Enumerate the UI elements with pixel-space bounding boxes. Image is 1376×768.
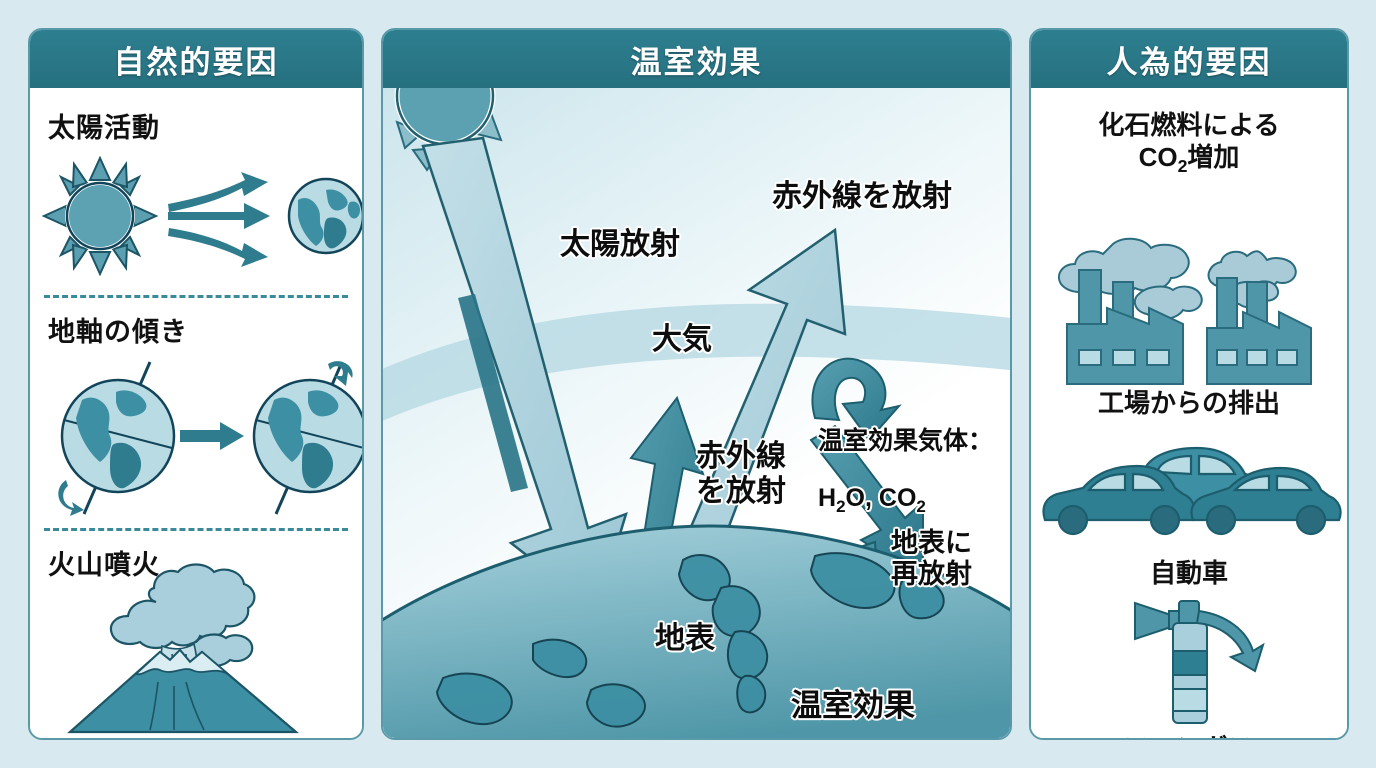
earth-surface <box>383 524 1010 738</box>
panel-greenhouse-effect-header: 温室効果 <box>383 30 1010 88</box>
section-label-axial-tilt: 地軸の傾き <box>48 317 188 347</box>
panel-natural-factors-body: 太陽活動 <box>30 88 362 738</box>
panel-natural-factors-title: 自然的要因 <box>113 44 279 80</box>
cfc-canister-illustration <box>1134 600 1265 724</box>
label-greenhouse-gases: 温室効果気体： H2O, CO2 <box>818 426 994 517</box>
panel-anthropogenic-factors-header: 人為的要因 <box>1031 30 1347 88</box>
label-greenhouse-effect: 温室効果 <box>791 688 915 723</box>
caption-automobile: 自動車 <box>1149 558 1228 588</box>
caption-cfc-gas: フロンガス <box>1031 728 1347 738</box>
label-solar-radiation: 太陽放射 <box>560 228 680 261</box>
divider-1 <box>44 295 348 298</box>
label-atmosphere: 大気 <box>652 323 712 356</box>
heading-co2-formula: CO2増加 <box>1138 141 1240 176</box>
panel-anthropogenic-factors: 人為的要因 化石燃料による CO2増加 <box>1029 28 1349 740</box>
greenhouse-effect-diagram <box>383 88 1010 738</box>
caption-factory-emissions: 工場からの排出 <box>1097 388 1280 418</box>
panel-anthropogenic-factors-title: 人為的要因 <box>1106 44 1272 80</box>
greenhouse-gas-curl-arrow <box>811 357 902 442</box>
panel-greenhouse-effect-title: 温室効果 <box>630 44 763 80</box>
panel-natural-factors-header: 自然的要因 <box>30 30 362 88</box>
heading-fossil-fuel-co2: 化石燃料による CO2増加 <box>1098 110 1280 176</box>
label-surface: 地表 <box>655 622 715 655</box>
solar-activity-illustration <box>41 156 362 276</box>
axial-tilt-illustration <box>58 361 362 516</box>
factory-illustration <box>1057 237 1312 385</box>
label-infrared-emission-top: 赤外線を放射 <box>772 180 952 213</box>
panel-greenhouse-effect-body: 太陽放射 赤外線を放射 大気 赤外線 を放射 温室効果気体： H2O, CO2 … <box>383 88 1010 738</box>
label-reradiation: 地表に 再放射 <box>891 528 972 590</box>
panel-greenhouse-effect: 温室効果 <box>381 28 1012 740</box>
label-greenhouse-gases-formula: H2O, CO2 <box>818 484 926 517</box>
label-infrared-emission-mid: 赤外線 を放射 <box>696 440 786 508</box>
volcano-illustration <box>67 563 299 734</box>
panel-anthropogenic-factors-body: 化石燃料による CO2増加 <box>1031 88 1347 738</box>
divider-2 <box>44 528 348 531</box>
panel-natural-factors: 自然的要因 太陽活動 <box>28 28 364 740</box>
section-label-solar-activity: 太陽活動 <box>48 113 160 143</box>
section-label-volcano: 火山噴火 <box>48 550 160 580</box>
automobile-illustration <box>1042 446 1342 536</box>
